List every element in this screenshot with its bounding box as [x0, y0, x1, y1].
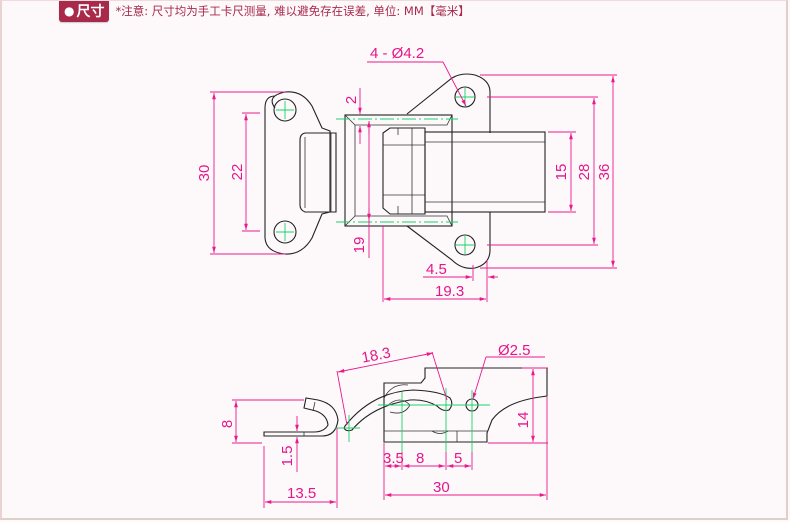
- dim-keeper-thickness: 1.5: [279, 446, 296, 467]
- dim-frame-wall: 2: [343, 96, 360, 104]
- measurement-note: *注意: 尺寸均为手工卡尺测量, 难以避免存在误差, 单位: MM【毫米】: [115, 4, 470, 18]
- dim-hook-length: 18.3: [360, 344, 392, 366]
- dim-offset-1: 3.5: [383, 450, 404, 467]
- keeper-plate-top: [264, 91, 337, 255]
- dim-keeper-length: 13.5: [287, 485, 316, 502]
- dim-base-length: 19.3: [435, 283, 464, 300]
- pin-callout: Ø2.5: [498, 342, 531, 359]
- dim-inner-opening: 19: [351, 237, 368, 254]
- dim-keeper-hole-pitch: 22: [229, 164, 246, 181]
- dim-lever-width: 15: [553, 164, 570, 181]
- bullet-icon: ●: [64, 4, 75, 18]
- keeper-hook-side: [263, 397, 339, 437]
- dim-keeper-height-side: 8: [219, 420, 236, 428]
- latch-base-top: [336, 73, 491, 269]
- hook-lever-side: [343, 389, 453, 432]
- side-centerlines: [335, 388, 490, 452]
- lever-top: [382, 127, 546, 215]
- hole-callout: 4 - Ø4.2: [370, 45, 424, 62]
- dim-keeper-height: 30: [196, 165, 213, 182]
- dim-offset-2: 8: [416, 450, 424, 467]
- dim-hole-edge-offset: 4.5: [426, 261, 447, 278]
- dim-base-height: 36: [596, 164, 613, 181]
- top-view-dimensions: 30 22 2 19 4 - Ø4.2 4.5: [196, 45, 617, 302]
- dim-base-length-side: 30: [433, 479, 450, 496]
- side-view-dimensions: 18.3 Ø2.5 14 8 1.5 13.5: [219, 342, 548, 508]
- dim-base-hole-pitch: 28: [576, 164, 593, 181]
- dim-body-height: 14: [515, 412, 532, 429]
- dim-offset-3: 5: [454, 450, 462, 467]
- header: ● 尺寸 *注意: 尺寸均为手工卡尺测量, 难以避免存在误差, 单位: MM【毫…: [59, 0, 470, 22]
- dimension-badge: ● 尺寸: [59, 0, 110, 22]
- side-view: 18.3 Ø2.5 14 8 1.5 13.5: [219, 342, 548, 508]
- badge-label: 尺寸: [76, 4, 105, 20]
- top-view: 30 22 2 19 4 - Ø4.2 4.5: [196, 45, 617, 302]
